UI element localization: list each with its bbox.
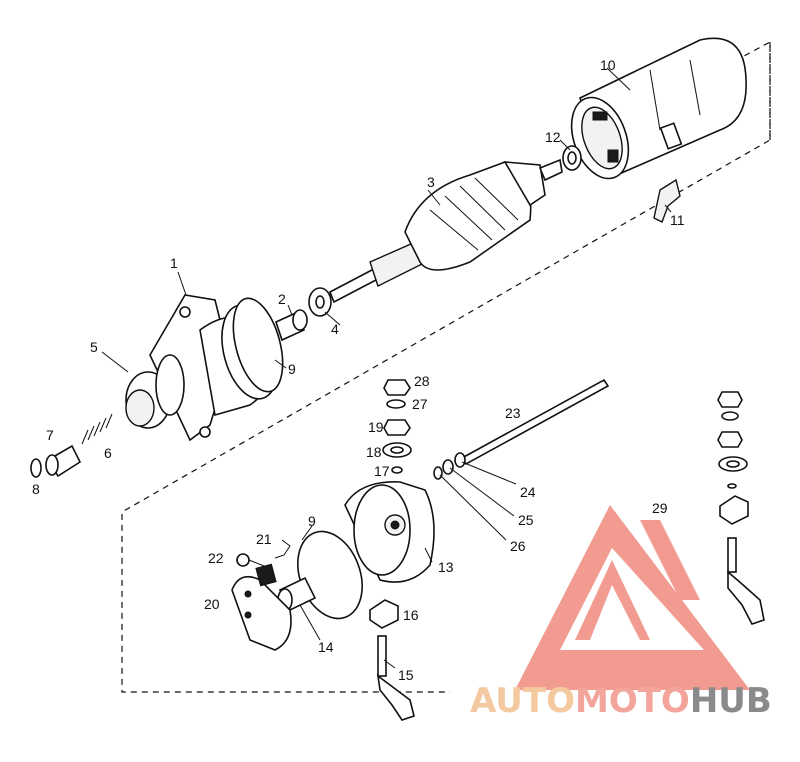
washer-4 bbox=[308, 287, 332, 317]
label-14: 14 bbox=[318, 639, 334, 655]
leader-lines bbox=[101, 67, 672, 669]
label-17: 17 bbox=[374, 463, 390, 479]
logo-slash-icon bbox=[640, 520, 700, 600]
watermark-word-auto: AUTO bbox=[470, 681, 575, 721]
label-13: 13 bbox=[438, 559, 454, 575]
part-labels: 1 2 3 4 5 6 7 8 9 10 11 12 13 14 15 16 1… bbox=[32, 57, 685, 683]
through-bolt bbox=[460, 378, 610, 466]
watermark-word-moto: MOTO bbox=[575, 681, 690, 721]
label-1: 1 bbox=[170, 255, 178, 271]
bushing-2 bbox=[275, 309, 308, 342]
label-24: 24 bbox=[520, 484, 536, 500]
watermark-word-hub: HUB bbox=[690, 681, 772, 721]
circlip bbox=[30, 458, 42, 478]
logo-triangle-icon bbox=[515, 505, 750, 690]
bolt-washers bbox=[433, 452, 466, 480]
label-16: 16 bbox=[403, 607, 419, 623]
label-5: 5 bbox=[90, 339, 98, 355]
assembly-boundary bbox=[121, 42, 771, 693]
label-10: 10 bbox=[600, 57, 616, 73]
watermark-logo bbox=[515, 505, 750, 690]
pinion-gear bbox=[125, 354, 185, 429]
o-ring-upper bbox=[232, 297, 284, 393]
terminal-bolt bbox=[376, 635, 415, 721]
insulator bbox=[369, 599, 399, 629]
label-28: 28 bbox=[414, 373, 430, 389]
washer-12 bbox=[562, 145, 582, 171]
spring bbox=[81, 413, 113, 445]
label-4: 4 bbox=[331, 321, 339, 337]
label-25: 25 bbox=[518, 512, 534, 528]
stop-collar bbox=[45, 444, 82, 478]
label-29: 29 bbox=[652, 500, 668, 516]
label-23: 23 bbox=[505, 405, 521, 421]
terminal-nut-stack bbox=[382, 379, 412, 474]
brush bbox=[255, 563, 277, 587]
label-27: 27 bbox=[412, 396, 428, 412]
end-cover bbox=[344, 481, 435, 583]
spare-parts-set bbox=[717, 391, 765, 625]
watermark-text: AUTOMOTOHUB bbox=[470, 681, 772, 721]
brush-spring bbox=[274, 539, 291, 559]
label-26: 26 bbox=[510, 538, 526, 554]
terminal-connector bbox=[653, 178, 681, 223]
label-11: 11 bbox=[670, 212, 685, 228]
label-19: 19 bbox=[368, 419, 384, 435]
label-8: 8 bbox=[32, 481, 40, 497]
label-9-lower: 9 bbox=[308, 513, 316, 529]
label-7: 7 bbox=[46, 427, 54, 443]
screw-22 bbox=[236, 553, 265, 567]
label-3: 3 bbox=[427, 174, 435, 190]
label-20: 20 bbox=[204, 596, 220, 612]
label-12: 12 bbox=[545, 129, 561, 145]
armature bbox=[328, 158, 563, 304]
label-22: 22 bbox=[208, 550, 224, 566]
motor-housing bbox=[570, 37, 747, 180]
brush-plate bbox=[231, 575, 292, 651]
label-18: 18 bbox=[366, 444, 382, 460]
label-9-upper: 9 bbox=[288, 361, 296, 377]
label-15: 15 bbox=[398, 667, 414, 683]
label-21: 21 bbox=[256, 531, 272, 547]
label-2: 2 bbox=[278, 291, 286, 307]
logo-inner-m-icon bbox=[575, 560, 650, 640]
label-6: 6 bbox=[104, 445, 112, 461]
